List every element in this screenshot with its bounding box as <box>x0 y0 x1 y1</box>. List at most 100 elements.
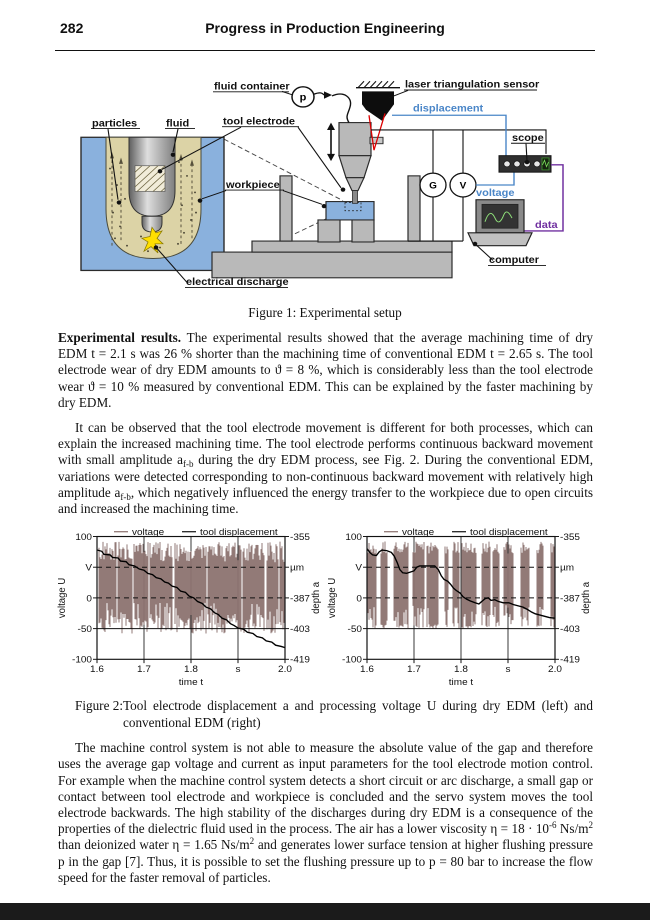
label-workpiece: workpiece <box>225 179 280 190</box>
laptop-screen <box>481 203 519 229</box>
arrow-down-head <box>327 153 335 162</box>
label-displacement: displacement <box>413 103 484 114</box>
y-tick-label-right: µm <box>560 563 574 574</box>
spark-shape <box>141 226 164 254</box>
x-tick-label: 1.8 <box>454 664 468 675</box>
label-underlines <box>91 89 546 288</box>
machine-plate <box>251 240 453 253</box>
spindle-head <box>338 122 372 157</box>
x-tick-label: s <box>236 664 241 675</box>
spindle-cone <box>338 155 372 179</box>
pointer-dots <box>116 152 530 250</box>
y-tick-label-right: -355 <box>290 532 311 543</box>
y-tick-label-left: -100 <box>342 655 363 666</box>
y-tick-label-right: -387 <box>560 594 580 605</box>
laser-beam-1 <box>368 115 375 151</box>
journal-title: Progress in Production Engineering <box>205 20 445 36</box>
label-fluid-container: fluid container <box>214 81 290 92</box>
displacement-trace <box>366 548 556 620</box>
meter-g-label: G <box>429 181 437 192</box>
label-voltage: voltage <box>476 187 515 198</box>
y-tick-label-right: -355 <box>560 532 581 543</box>
header-rule <box>55 50 595 51</box>
y-axis-label-right: depth a <box>311 582 322 614</box>
generator-meter <box>419 172 447 198</box>
x-tick-label: 1.7 <box>407 664 421 675</box>
y-tick-label-left: V <box>355 563 362 574</box>
spindle-tip <box>345 177 365 192</box>
label-electrical-discharge: electrical discharge <box>186 277 289 288</box>
particle-dots <box>109 161 197 253</box>
legend-voltage-label: voltage <box>132 527 164 538</box>
y-tick-label-left: -50 <box>348 624 363 635</box>
y-tick-label-right: -403 <box>560 624 581 635</box>
laptop-base <box>467 232 533 247</box>
pointer-lines <box>107 89 528 283</box>
label-laser-sensor: laser triangulation sensor <box>405 79 539 90</box>
y-tick-label-right: -387 <box>290 594 310 605</box>
figure2-caption-label: Figure 2: <box>75 698 123 714</box>
page-number: 282 <box>60 20 84 36</box>
y-tick-label-left: 100 <box>345 532 362 543</box>
support-block-right <box>351 219 375 243</box>
meter-v-label: V <box>460 181 467 192</box>
y-tick-label-right: µm <box>290 563 304 574</box>
figure2-charts: voltage tool displacement 1.6 1.7 1.8 s 2.0 tim… <box>56 525 650 690</box>
displacement-wire <box>392 114 507 156</box>
paragraph-experimental-results: Experimental results. The experimental r… <box>58 330 593 410</box>
voltage-wire <box>476 172 515 186</box>
y-tick-label-right: -419 <box>290 655 310 666</box>
x-tick-label: 1.7 <box>137 664 151 675</box>
pump-circle <box>291 86 315 108</box>
bottom-bar <box>0 903 650 920</box>
label-fluid: fluid <box>166 118 189 129</box>
electrode-rod <box>352 190 358 204</box>
label-particles: particles <box>92 118 137 129</box>
displacement-trace <box>96 549 286 649</box>
label-data: data <box>535 220 558 231</box>
y-axis-label-right: depth a <box>581 582 592 614</box>
y-tick-label-left: 100 <box>75 532 92 543</box>
scope-port-4 <box>533 160 541 168</box>
magnifier-line-top <box>223 138 344 202</box>
machine-column-right <box>407 175 421 242</box>
circuit-wire-top <box>371 129 547 154</box>
y-tick-label-left: -50 <box>78 624 93 635</box>
figure2-caption: Figure 2: Tool electrode displacement a … <box>75 698 593 731</box>
machine-base <box>211 251 453 279</box>
x-tick-label: 1.8 <box>184 664 198 675</box>
hose-arrowhead <box>324 91 332 99</box>
scope-port-2 <box>513 160 521 168</box>
y-tick-label-right: -419 <box>560 655 580 666</box>
y-tick-label-left: V <box>85 563 92 574</box>
page-header: 282 Progress in Production Engineering <box>0 0 650 44</box>
legend-displacement-label: tool displacement <box>470 527 548 538</box>
figure1-caption: Figure 1: Experimental setup <box>248 305 402 320</box>
x-axis-label: time t <box>449 678 474 689</box>
laser-beam-2 <box>373 113 386 151</box>
x-tick-label: 1.6 <box>360 664 374 675</box>
laptop-waveform-icon <box>484 211 513 223</box>
support-block-left <box>317 219 341 243</box>
y-tick-label-left: -100 <box>72 655 93 666</box>
label-scope: scope <box>512 132 544 143</box>
y-axis-label-left: voltage U <box>57 578 68 618</box>
x-tick-label: 2.0 <box>278 664 292 675</box>
hose-start <box>313 92 325 96</box>
paragraph-machine-control: The machine control system is not able t… <box>58 740 593 885</box>
x-tick-label: 1.6 <box>90 664 104 675</box>
label-tool-electrode: tool electrode <box>223 116 295 127</box>
x-tick-label: 2.0 <box>548 664 562 675</box>
diagram-labels: fluid container particles fluid tool ele… <box>92 79 558 288</box>
ceiling-hatch <box>356 80 400 89</box>
paragraph-tool-movement: It can be observed that the tool electro… <box>58 420 594 517</box>
y-tick-label-left: 0 <box>86 594 92 605</box>
data-wire <box>518 164 564 232</box>
y-axis-label-left: voltage U <box>327 578 338 618</box>
figure2-caption-text: Tool electrode displacement a and proces… <box>123 698 593 730</box>
legend-voltage-label: voltage <box>402 527 434 538</box>
laser-sensor-body <box>362 91 394 121</box>
